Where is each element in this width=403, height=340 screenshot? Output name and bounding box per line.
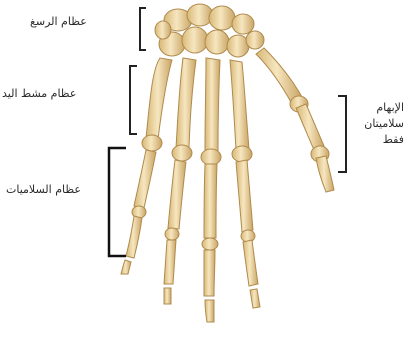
- carpal-bones: [155, 4, 264, 57]
- thumb-label-line-1: الإبهام: [352, 100, 403, 116]
- thumb-label: الإبهام سلاميتان فقط: [352, 100, 403, 148]
- finger-phalanges: [121, 150, 260, 322]
- metacarpals-bracket: [130, 66, 137, 134]
- phalanges-bracket: [109, 148, 126, 256]
- metacarpals-label: عظام مشط اليد: [2, 86, 76, 101]
- thumb-label-line-2: سلاميتان: [352, 116, 403, 132]
- thumb-bracket: [338, 96, 346, 172]
- thumb-label-line-3: فقط: [352, 132, 403, 148]
- metacarpal-bones: [142, 48, 302, 165]
- carpals-label: عظام الرسغ: [30, 14, 87, 29]
- thumb-phalanges: [290, 96, 334, 192]
- phalanges-label: عظام السلاميات: [6, 182, 81, 197]
- carpals-bracket: [140, 8, 146, 50]
